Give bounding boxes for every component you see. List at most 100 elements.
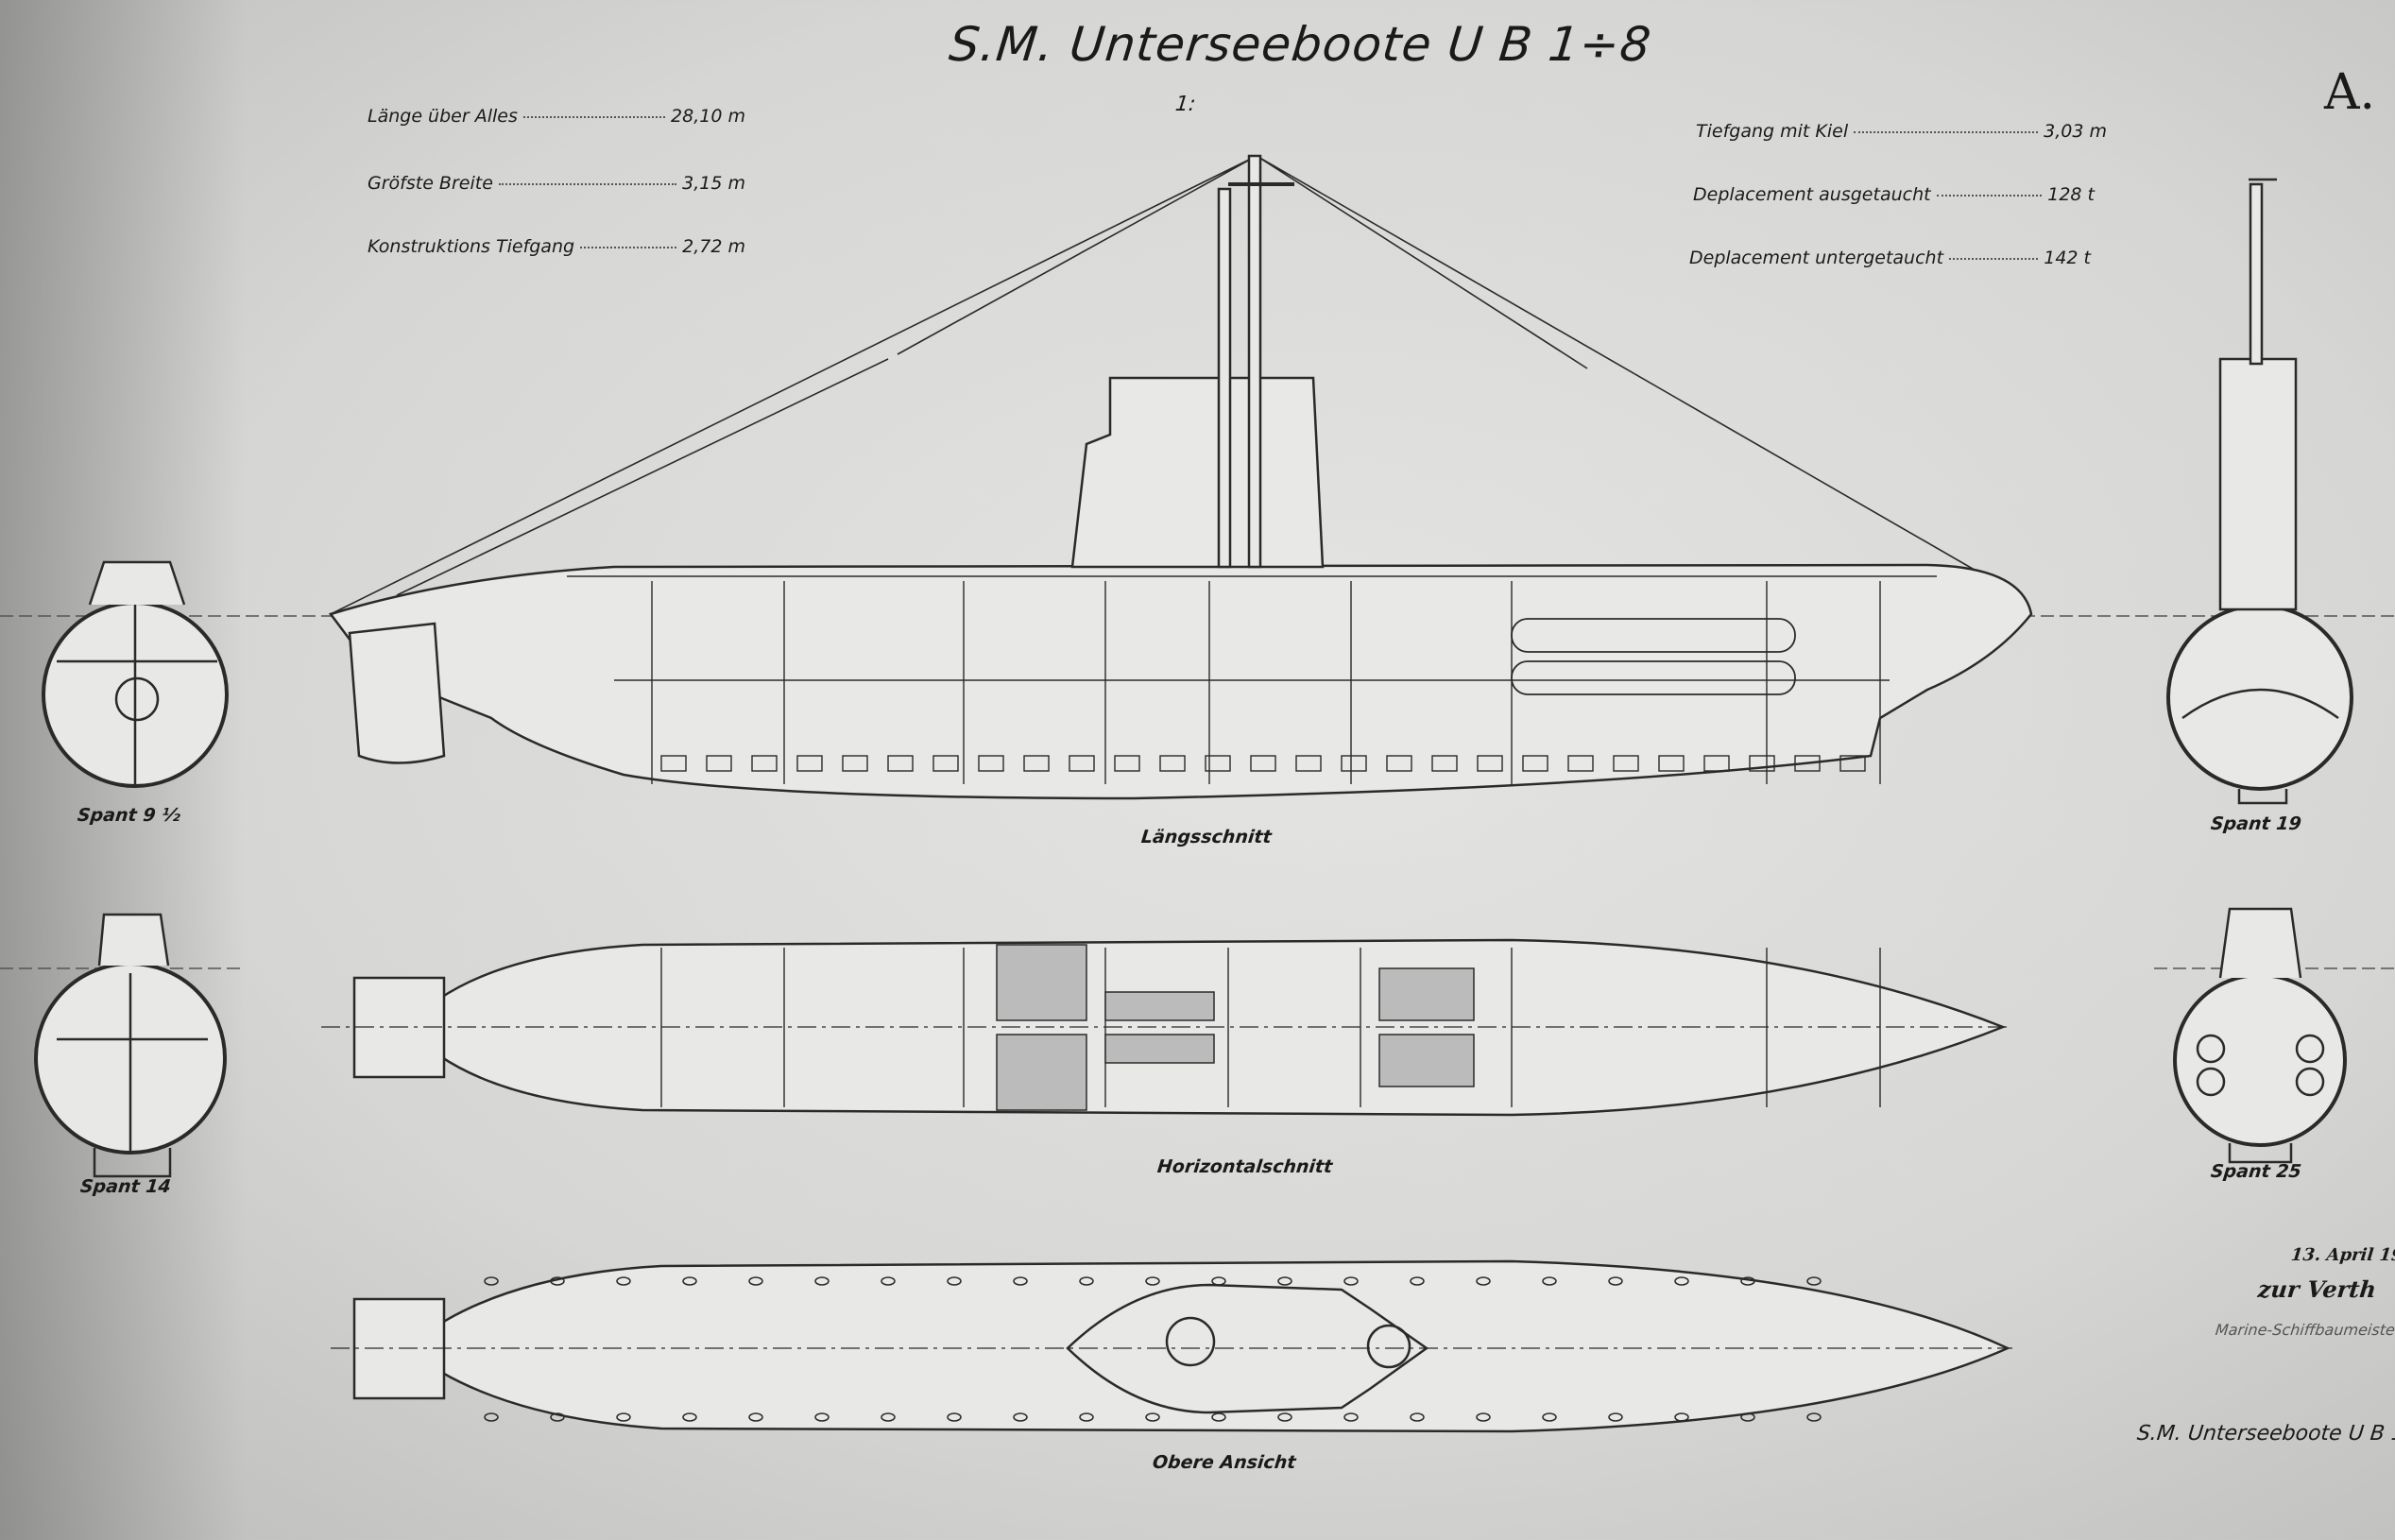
sheet-mark: A. bbox=[2324, 64, 2376, 121]
deck-hole bbox=[1476, 1412, 1491, 1422]
view-caption-side: Längsschnitt bbox=[1139, 827, 1273, 847]
deck-hole bbox=[881, 1412, 896, 1422]
keel-block bbox=[1205, 755, 1231, 772]
deck-hole bbox=[1476, 1276, 1491, 1286]
deck-hole bbox=[748, 1412, 763, 1422]
spec-value: 2,72 m bbox=[682, 236, 745, 257]
section-caption: Spant 19 bbox=[2209, 813, 2302, 834]
deck-line bbox=[567, 575, 1937, 681]
deck-hole bbox=[947, 1412, 962, 1422]
deck-hole bbox=[1410, 1276, 1425, 1286]
side-view-longitudinal-section bbox=[328, 154, 2033, 800]
deck-holes bbox=[484, 1276, 1822, 1422]
spec-value: 128 t bbox=[2047, 184, 2095, 205]
keel-block bbox=[932, 755, 959, 772]
deck-hole bbox=[550, 1412, 565, 1422]
deck-hole bbox=[1740, 1276, 1755, 1286]
footer-title: S.M. Unterseeboote U B 1÷ bbox=[2135, 1422, 2395, 1446]
deck-hole bbox=[1145, 1412, 1160, 1422]
view-caption-horizontal: Horizontalschnitt bbox=[1155, 1156, 1334, 1177]
section-caption: Spant 9 ½ bbox=[76, 805, 181, 826]
keel-block bbox=[1749, 755, 1775, 772]
keel-block bbox=[1839, 755, 1866, 772]
deck-hole bbox=[814, 1412, 830, 1422]
keel-block bbox=[1341, 755, 1367, 772]
deck-hole bbox=[1277, 1412, 1292, 1422]
torpedo-tubes bbox=[1511, 618, 1796, 695]
spec-label: Deplacement untergetaucht bbox=[1689, 248, 1944, 268]
deck-hole bbox=[484, 1276, 499, 1286]
spec-row: Konstruktions Tiefgang 2,72 m bbox=[368, 236, 745, 257]
spec-value: 3,03 m bbox=[2044, 121, 2107, 142]
deck-hole bbox=[1608, 1412, 1623, 1422]
deck-hole bbox=[682, 1276, 697, 1286]
cross-section-spant-14 bbox=[34, 913, 227, 1178]
side-hull bbox=[328, 563, 2033, 800]
keel-block bbox=[706, 755, 732, 772]
approval-stamp: Marine-Schiffbaumeister bbox=[2215, 1321, 2395, 1339]
keel-block bbox=[1794, 755, 1821, 772]
spec-label: Deplacement ausgetaucht bbox=[1693, 184, 1931, 205]
keel-block bbox=[1703, 755, 1730, 772]
keel-block bbox=[1250, 755, 1276, 772]
spec-label: Länge über Alles bbox=[368, 106, 518, 127]
keel-block bbox=[842, 755, 868, 772]
keel-block bbox=[1114, 755, 1140, 772]
section-caption: Spant 14 bbox=[78, 1176, 172, 1197]
view-caption-top: Obere Ansicht bbox=[1151, 1452, 1297, 1473]
scale-label: 1: bbox=[1173, 93, 1197, 116]
section-caption: Spant 25 bbox=[2209, 1161, 2302, 1182]
keel-block bbox=[751, 755, 778, 772]
keel-block bbox=[796, 755, 823, 772]
deck-hole bbox=[1674, 1412, 1689, 1422]
conning-tower bbox=[1070, 376, 1325, 569]
spec-value: 28,10 m bbox=[671, 106, 745, 127]
deck-hole bbox=[1013, 1276, 1028, 1286]
spec-row: Tiefgang mit Kiel 3,03 m bbox=[1696, 121, 2107, 142]
cross-section-spant-25 bbox=[2173, 907, 2347, 1164]
deck-hole bbox=[814, 1276, 830, 1286]
deck-hole bbox=[1806, 1412, 1822, 1422]
spec-value: 3,15 m bbox=[682, 173, 745, 194]
keel-block bbox=[887, 755, 914, 772]
cross-section-spant-9-5 bbox=[42, 560, 229, 788]
deck-hole bbox=[1343, 1276, 1359, 1286]
keel-block bbox=[1522, 755, 1548, 772]
cross-section-spant-19 bbox=[2166, 178, 2353, 805]
keel-block bbox=[1613, 755, 1639, 772]
keel-block bbox=[1658, 755, 1685, 772]
deck-hole bbox=[1740, 1412, 1755, 1422]
signature: zur Verth bbox=[2256, 1275, 2378, 1303]
deck-hole bbox=[947, 1276, 962, 1286]
deck-hole bbox=[1542, 1412, 1557, 1422]
deck-hole bbox=[1806, 1276, 1822, 1286]
deck-hole bbox=[1211, 1276, 1226, 1286]
spec-label: Tiefgang mit Kiel bbox=[1696, 121, 1849, 142]
keel-block bbox=[1295, 755, 1322, 772]
keel-block bbox=[1431, 755, 1458, 772]
deck-hole bbox=[748, 1276, 763, 1286]
keel-block bbox=[1023, 755, 1050, 772]
deck-hole bbox=[550, 1276, 565, 1286]
horizontal-frames bbox=[660, 948, 1881, 1107]
deck-hole bbox=[616, 1412, 631, 1422]
deck-hole bbox=[1013, 1412, 1028, 1422]
approval-date: 13. April 1913 bbox=[2289, 1245, 2395, 1265]
deck-hole bbox=[1608, 1276, 1623, 1286]
deck-hole bbox=[616, 1276, 631, 1286]
deck-hole bbox=[682, 1412, 697, 1422]
keel-block bbox=[1567, 755, 1594, 772]
spec-label: Konstruktions Tiefgang bbox=[368, 236, 575, 257]
deck-hole bbox=[1343, 1412, 1359, 1422]
spec-value: 142 t bbox=[2044, 248, 2091, 268]
spec-label: Gröfste Breite bbox=[368, 173, 493, 194]
deck-hole bbox=[484, 1412, 499, 1422]
deck-hole bbox=[881, 1276, 896, 1286]
spec-row: Deplacement ausgetaucht 128 t bbox=[1693, 184, 2095, 205]
spec-row: Gröfste Breite 3,15 m bbox=[368, 173, 745, 194]
stern-rudder bbox=[348, 622, 446, 764]
keel-block bbox=[1159, 755, 1186, 772]
battery-cells bbox=[996, 944, 1475, 1111]
deck-hole bbox=[1211, 1412, 1226, 1422]
